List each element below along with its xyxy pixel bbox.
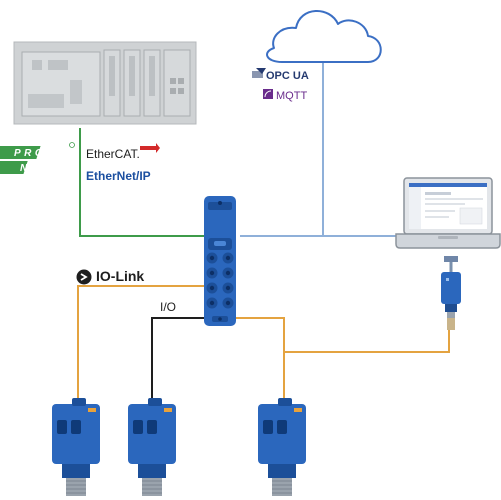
fieldbus-line xyxy=(79,128,204,237)
hub-port xyxy=(222,282,234,294)
iolink-text: IO-Link xyxy=(96,268,145,284)
opcua-logo: OPC UA xyxy=(252,68,309,82)
hub-port xyxy=(222,297,234,309)
hub-port xyxy=(222,267,234,279)
iolink-logo-icon xyxy=(76,269,92,285)
hub-port xyxy=(206,267,218,279)
hub-port xyxy=(222,252,234,264)
hub-port xyxy=(206,252,218,264)
ethernetip-logo: EtherNet/IP xyxy=(86,169,151,183)
profinet-line1: PROFI xyxy=(14,148,62,159)
iolink-line-right xyxy=(236,317,285,402)
io-line xyxy=(151,317,204,402)
usb-iolink-master-icon xyxy=(441,256,461,330)
laptop-icon xyxy=(395,177,501,249)
iolink-line-usb xyxy=(284,330,450,353)
ethercat-label: EtherCAT. xyxy=(86,147,140,161)
opcua-label: OPC UA xyxy=(266,70,309,82)
mqtt-label: MQTT xyxy=(276,90,307,102)
connection-lines xyxy=(77,60,453,402)
ethercat-logo: EtherCAT. xyxy=(86,143,160,161)
photoelectric-sensor-icon xyxy=(258,398,306,496)
mqtt-logo: MQTT xyxy=(263,89,307,102)
ethernet-line-cloud xyxy=(240,60,324,237)
profinet-line2: NET xyxy=(20,163,55,174)
plc-controller-icon xyxy=(13,41,197,125)
photoelectric-sensor-icon xyxy=(52,398,100,496)
photoelectric-sensor-icon xyxy=(128,398,176,496)
profinet-logo: PROFI NET xyxy=(0,142,75,174)
hub-port xyxy=(206,297,218,309)
iolink-line-left xyxy=(77,285,204,400)
io-label: I/O xyxy=(160,300,177,314)
hub-ports xyxy=(206,252,234,309)
hub-port xyxy=(206,282,218,294)
cloud-icon xyxy=(266,10,382,63)
sensors xyxy=(52,398,306,496)
